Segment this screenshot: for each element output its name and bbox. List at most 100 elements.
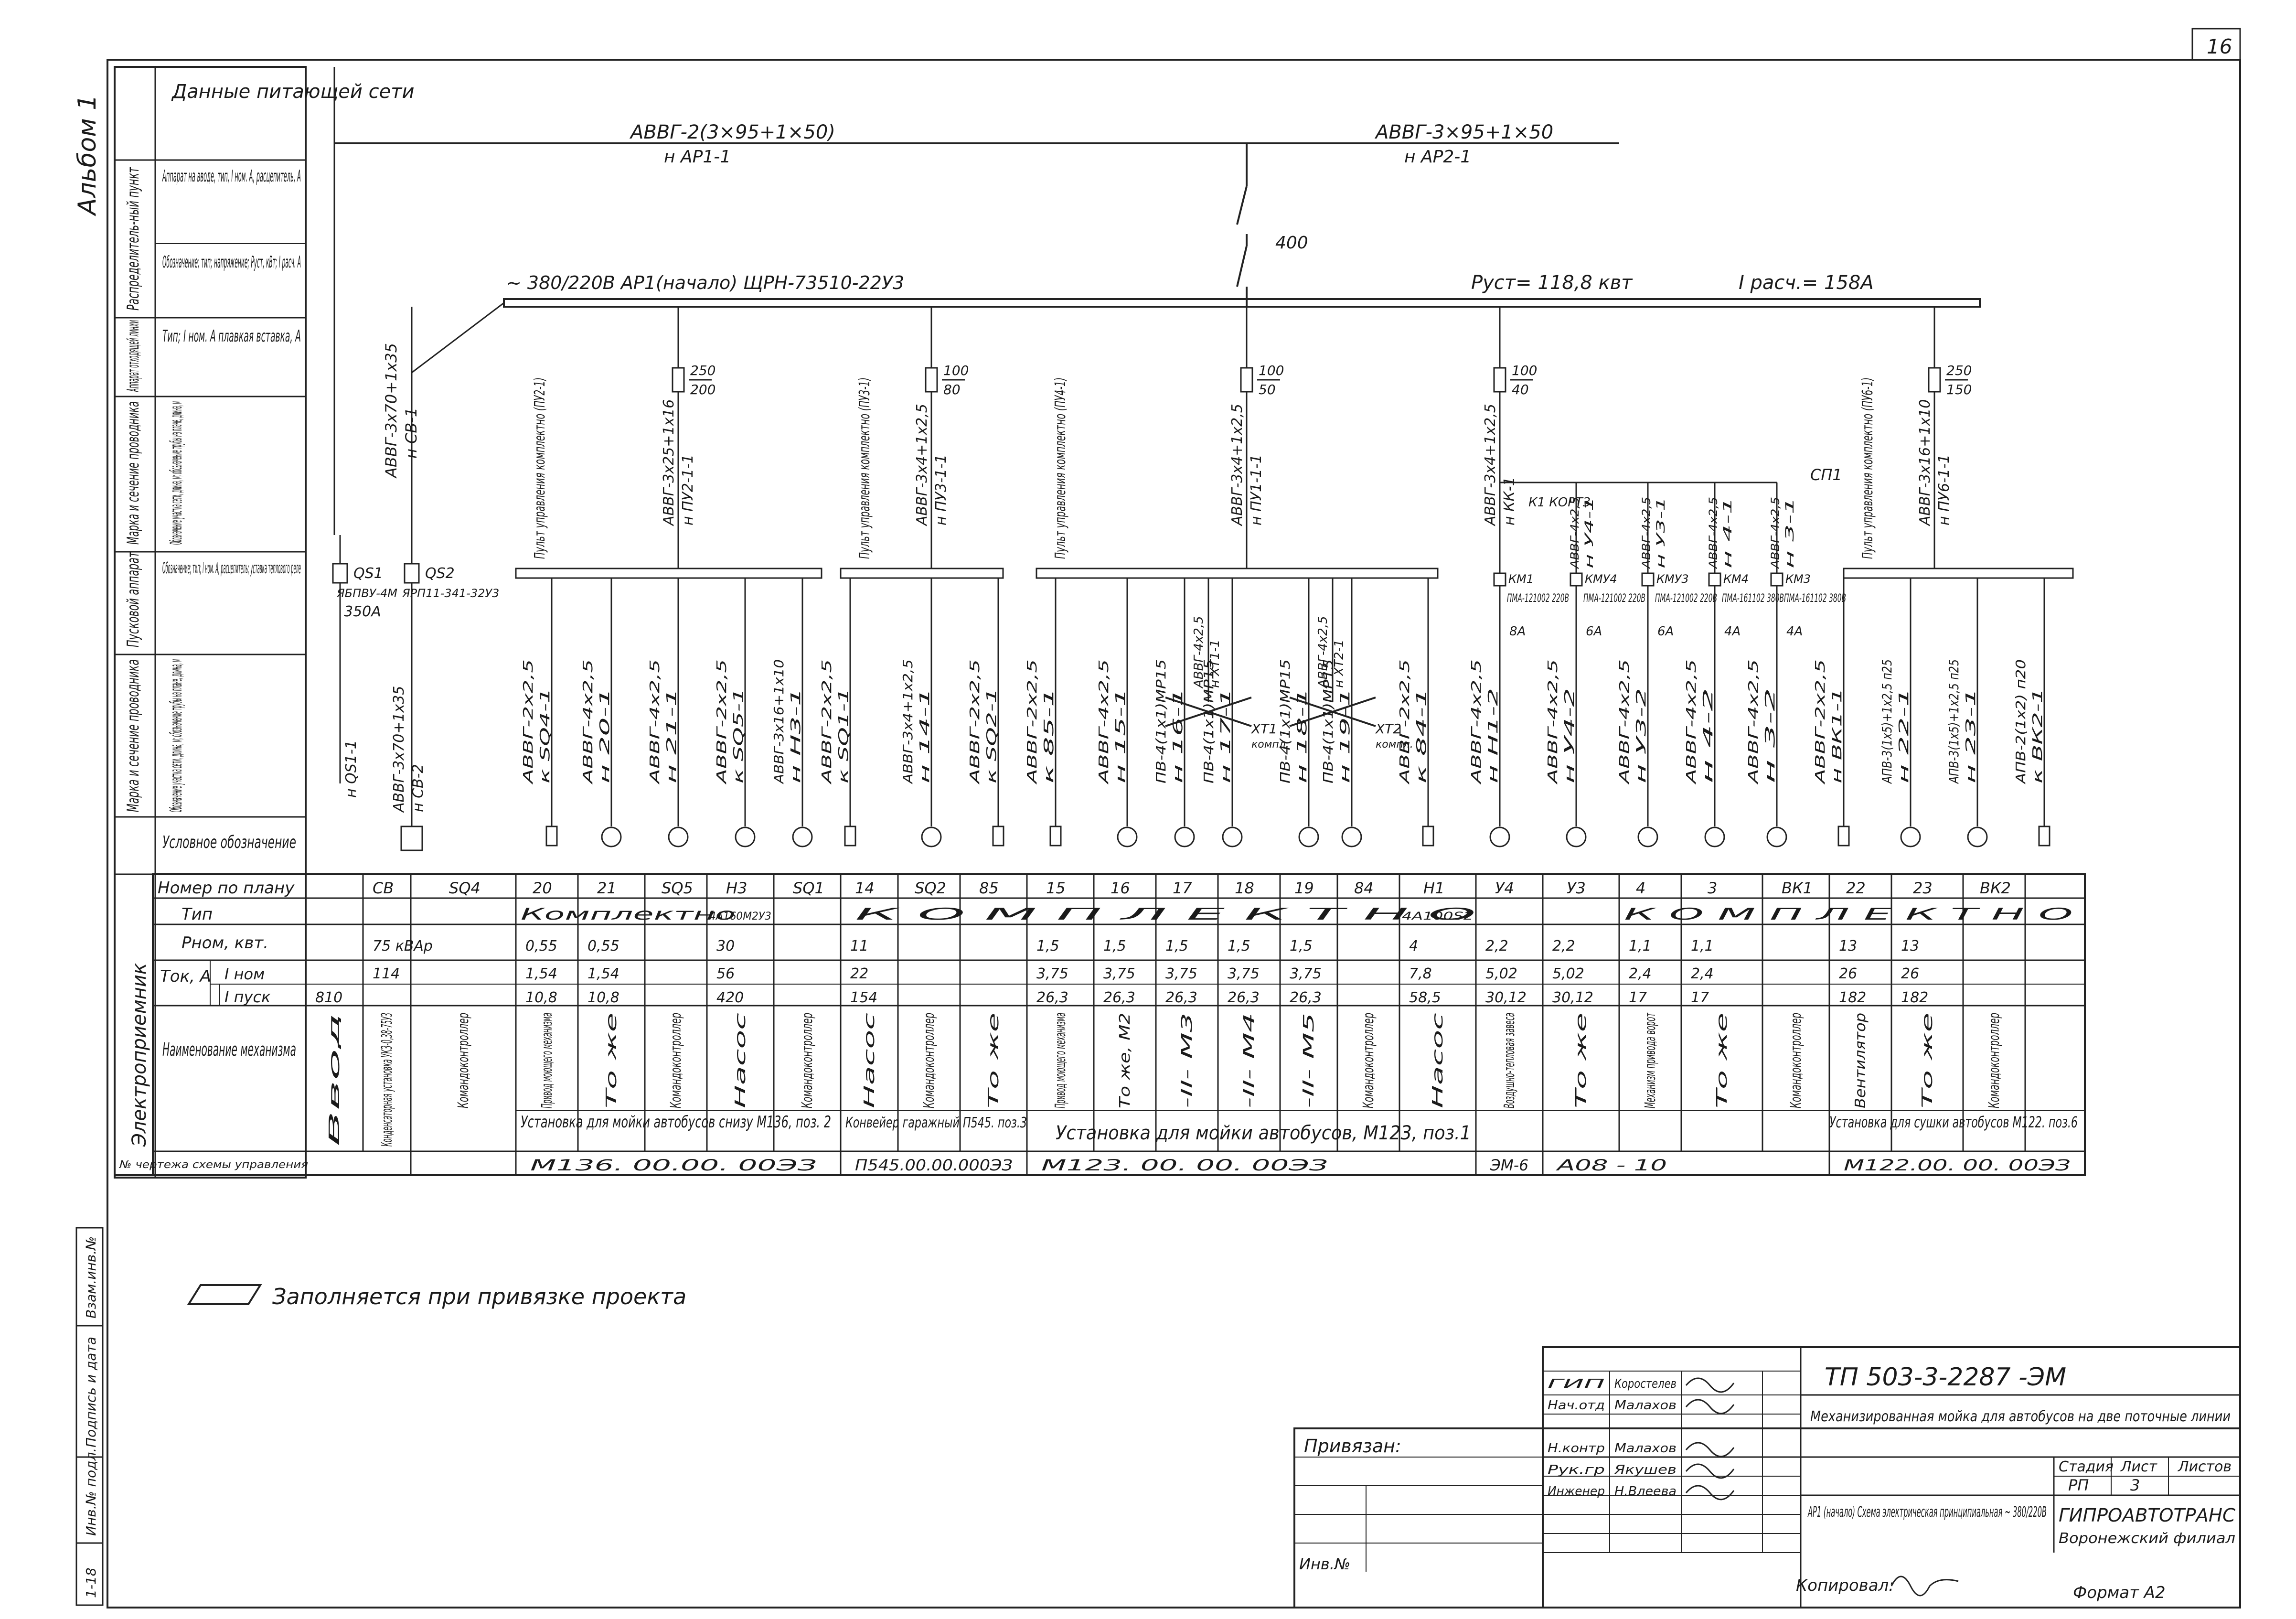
cell-ipusk: 154 — [850, 989, 877, 1006]
capacitor-symbol — [400, 826, 423, 851]
load-mark: н 14-1 — [917, 688, 932, 783]
cell-plan: ВК2 — [1980, 879, 2011, 897]
fuse-insert: 80 — [943, 382, 961, 397]
xt-cable: АВВГ-4х2,5 — [1316, 616, 1330, 689]
type-span: К О М П Л Е К Т Н О — [1624, 905, 2073, 924]
branch-name: Воронежский филиал — [2059, 1530, 2235, 1547]
group-cable: АВВГ-3х4+1х2,5 — [914, 404, 930, 526]
signer-name: Малахов — [1614, 1398, 1677, 1413]
cell-name: То же — [1573, 1013, 1590, 1108]
copied-label: Копировал: — [1796, 1576, 1894, 1595]
xt-cable: АВВГ-4х2,5 — [1192, 616, 1206, 689]
xt-symbol-lower — [1165, 710, 1252, 727]
qs2-out-cable: АВВГ-3х70+1х35 — [391, 686, 407, 813]
fuse-insert: 150 — [1946, 382, 1972, 397]
xt-name: ХТ2 — [1375, 721, 1401, 737]
qs1-cable: АВВГ-3х70+1х35 — [382, 343, 400, 479]
fuse-insert: 200 — [690, 382, 715, 397]
group-cable: АВВГ-3х4+1х2,5 — [1229, 404, 1246, 526]
cell-ipusk: 17 — [1691, 989, 1709, 1006]
cell-power: 1,1 — [1691, 938, 1714, 954]
cell-name: Насос — [861, 1012, 878, 1108]
starter-code: КМУ3 — [1656, 572, 1689, 586]
cell-inom: 1,54 — [525, 965, 557, 982]
starter-type: ПМА-161102 380В — [1784, 591, 1846, 605]
motor-symbol — [601, 826, 622, 847]
calc-current: I расч.= 158А — [1739, 272, 1874, 294]
drawing-code: М136. 00.00. 00ЭЗ — [530, 1156, 817, 1174]
row-ipusk: I пуск — [224, 988, 271, 1006]
cell-name: Командоконтроллер — [799, 1013, 816, 1108]
cell-plan: 16 — [1111, 879, 1130, 897]
cable-left-mark: н АР1-1 — [664, 147, 731, 167]
signer-role: Н.контр — [1548, 1441, 1605, 1456]
row-inom: I ном — [224, 965, 265, 983]
load-mark: н У3-2 — [1633, 688, 1649, 783]
stamp-number: 1-18 — [83, 1567, 99, 1598]
cell-plan: 17 — [1173, 879, 1192, 897]
cell-plan: 18 — [1235, 879, 1254, 897]
cell-power: 1,5 — [1165, 938, 1188, 954]
control-panel-bar — [515, 568, 822, 579]
legend-symbol — [187, 1284, 262, 1305]
load-cable: АВВГ-4х2,5 — [1683, 659, 1699, 785]
load-cable: АВВГ-2х2,5 — [1812, 659, 1828, 785]
cell-inom: 2,4 — [1691, 965, 1714, 982]
starter-cable: АВВГ-4х2,5 — [1707, 497, 1720, 569]
controller-symbol — [992, 826, 1004, 847]
load-cable: АВВГ-4х2,5 — [1616, 659, 1632, 785]
control-panel-bar — [1843, 568, 2074, 579]
cell-inom: 22 — [850, 965, 868, 982]
cell-plan: 21 — [597, 879, 617, 897]
group-cable: АВВГ-3х16+1х10 — [1917, 399, 1933, 526]
cell-plan: SQ4 — [449, 879, 481, 897]
sp1-label: СП1 — [1810, 466, 1842, 484]
controller-symbol — [545, 826, 558, 847]
motor-symbol — [1704, 826, 1725, 847]
control-panel-label: Пульт управления комплектно (ПУ3-1) — [856, 377, 873, 559]
header-starter: Обозначение; тип; I ном. А; расцепитель;… — [162, 559, 301, 577]
starter-symbol — [1641, 572, 1655, 587]
cell-plan: 84 — [1354, 879, 1374, 897]
cell-ipusk: 420 — [716, 989, 744, 1006]
cell-name: То же — [1714, 1013, 1730, 1108]
inv-label: Инв.№ — [1299, 1555, 1350, 1573]
load-mark: н 21-1 — [663, 688, 679, 783]
cell-name: Механизм привода ворот — [1642, 1012, 1659, 1108]
starter-type: ПМА-121002 220В — [1507, 591, 1569, 605]
motor-symbol — [668, 826, 689, 847]
cell-name: Командоконтроллер — [1986, 1013, 2003, 1108]
cell-plan: 3 — [1708, 879, 1717, 897]
load-cable: АВВГ-2х2,5 — [967, 659, 982, 785]
cell-power: 2,2 — [1552, 938, 1575, 954]
starter-mark: н 3-1 — [1783, 497, 1796, 568]
cell-power: 1,5 — [1103, 938, 1126, 954]
control-panel-label: Пульт управления комплектно (ПУ4-1) — [1052, 377, 1069, 559]
load-cable: АВВГ-2х2,5 — [714, 659, 729, 785]
motor-symbol — [1967, 826, 1988, 847]
load-mark: н Н1-2 — [1485, 688, 1501, 783]
busbar — [503, 298, 1981, 308]
load-cable: АВВГ-4х2,5 — [1545, 659, 1560, 785]
sheet-value: 3 — [2130, 1476, 2140, 1494]
signer-role: Рук.гр — [1548, 1463, 1605, 1477]
load-mark: н 23-1 — [1963, 688, 1978, 783]
starter-type: ПМА-121002 220В — [1655, 591, 1717, 605]
cell-plan: SQ1 — [793, 879, 824, 897]
fuse-rating: 100 — [943, 363, 969, 378]
cell-name: Командоконтроллер — [921, 1013, 938, 1108]
group-cable-mark: н ПУ3-1-1 — [933, 454, 950, 525]
qs1-out: н QS1-1 — [343, 740, 360, 798]
cell-name: Командоконтроллер — [1788, 1013, 1805, 1108]
cell-name: -ll- М5 — [1301, 1013, 1317, 1108]
row-plan: Номер по плану — [158, 879, 295, 898]
load-mark: к SQ5-1 — [730, 688, 746, 783]
qs2-label: QS2 — [425, 565, 455, 582]
doc-code: ТП 503-3-2287 -ЭМ — [1825, 1363, 2066, 1392]
cell-name: Привод моющего механизма — [539, 1013, 555, 1108]
cell-name: Насос — [732, 1012, 749, 1108]
cell-inom: 114 — [373, 965, 400, 982]
header-feed-data: Данные питающей сети — [171, 81, 415, 103]
